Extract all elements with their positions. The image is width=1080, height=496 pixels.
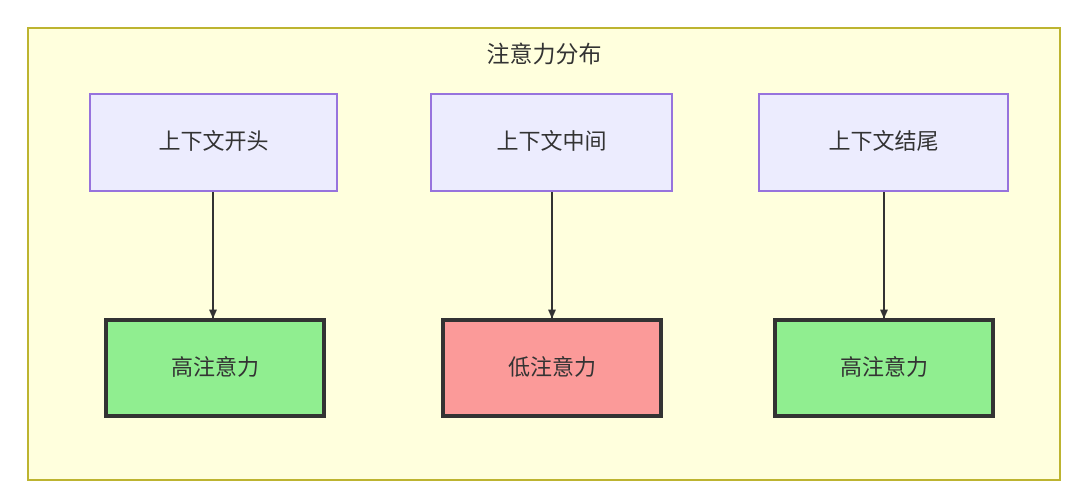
- node-context-start[interactable]: 上下文开头: [89, 93, 338, 192]
- node-attention-middle[interactable]: 低注意力: [441, 318, 663, 418]
- node-context-middle-label: 上下文中间: [496, 129, 607, 155]
- node-attention-end[interactable]: 高注意力: [773, 318, 995, 418]
- node-attention-start[interactable]: 高注意力: [104, 318, 326, 418]
- node-attention-middle-label: 低注意力: [507, 354, 596, 380]
- node-context-end-label: 上下文结尾: [828, 129, 939, 155]
- node-context-middle[interactable]: 上下文中间: [430, 93, 673, 192]
- node-context-end[interactable]: 上下文结尾: [758, 93, 1009, 192]
- node-context-start-label: 上下文开头: [158, 129, 269, 155]
- subgraph-title: 注意力分布: [486, 41, 602, 67]
- node-attention-end-label: 高注意力: [839, 354, 928, 380]
- node-attention-start-label: 高注意力: [170, 354, 259, 380]
